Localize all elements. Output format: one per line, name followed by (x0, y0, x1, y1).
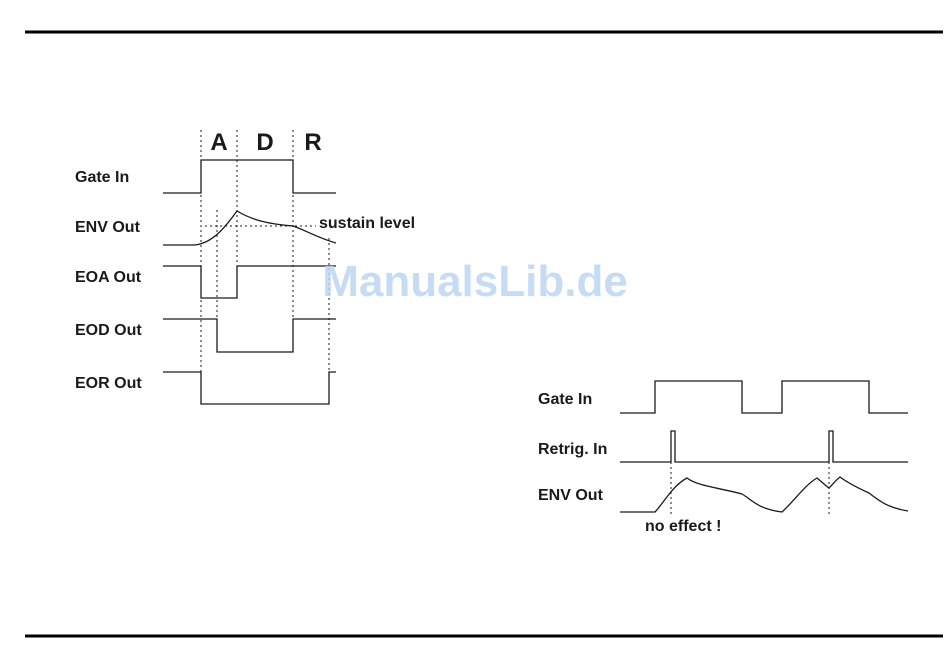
sustain-level-annotation: sustain level (319, 215, 415, 232)
label-eoa-out: EOA Out (75, 269, 142, 286)
retrig-gate-in-waveform (620, 381, 908, 413)
retrig-env-out-waveform (620, 477, 908, 512)
no-effect-annotation: no effect ! (645, 518, 721, 535)
eod-out-waveform (163, 319, 336, 352)
phase-label-release: R (304, 129, 321, 156)
label-gate-in: Gate In (75, 169, 129, 186)
phase-label-attack: A (210, 129, 227, 156)
retrig-in-waveform (620, 431, 908, 462)
phase-label-decay: D (256, 129, 273, 156)
label-eor-out: EOR Out (75, 375, 142, 392)
label-env-out: ENV Out (75, 219, 141, 236)
label-retrig-gate-in: Gate In (538, 391, 592, 408)
retrigger-diagram: Gate In Retrig. In ENV Out no effect ! (538, 381, 908, 535)
env-out-waveform (163, 211, 336, 245)
label-retrig-in: Retrig. In (538, 441, 607, 458)
label-eod-out: EOD Out (75, 322, 142, 339)
label-retrig-env-out: ENV Out (538, 487, 604, 504)
eoa-out-waveform (163, 266, 336, 298)
gate-in-waveform (163, 160, 336, 193)
watermark-logo: ManualsLib.de (322, 257, 628, 306)
eor-out-waveform (163, 372, 336, 404)
